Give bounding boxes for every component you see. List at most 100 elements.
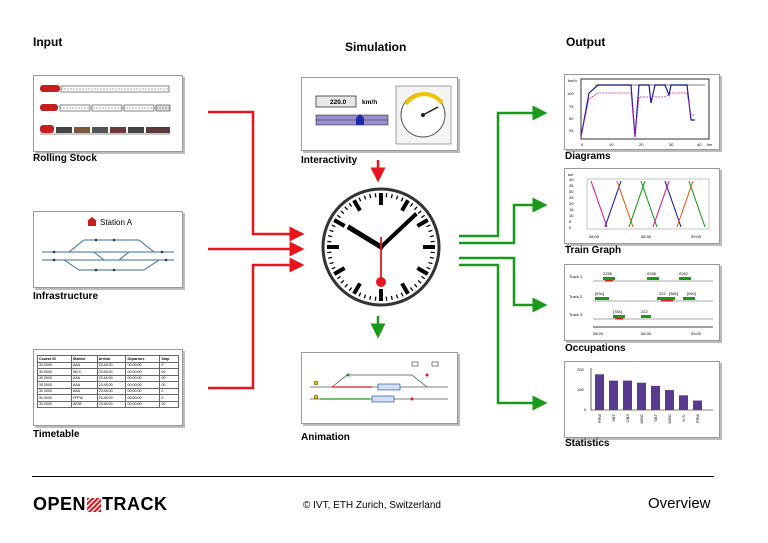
infrastructure-label: Infrastructure <box>33 291 99 302</box>
clock-tick <box>400 292 404 297</box>
rolling-stock-image <box>40 85 171 135</box>
clock-tick <box>417 279 422 284</box>
track-label: Track 2 <box>569 294 583 299</box>
stats-category-label: OBS <box>625 414 630 423</box>
clock-tick <box>395 294 399 299</box>
clock-tick <box>363 294 367 299</box>
interactivity-image: 220.0 km/h <box>315 85 452 145</box>
occupation-label: [784] <box>613 309 622 314</box>
graph-y-tick: 20 <box>569 201 574 206</box>
occupation-label: [934] <box>595 291 604 296</box>
animation-image <box>310 361 448 403</box>
occupation-label: 2258 <box>647 271 657 276</box>
clock-tick <box>409 202 414 207</box>
clock-tick <box>331 266 336 270</box>
diagram-y-tick: 75 <box>569 104 574 109</box>
stats-category-label: FRW <box>695 414 700 423</box>
occupation-label: [984] <box>669 291 678 296</box>
stats-bar <box>623 380 632 410</box>
occupation-x-tick: 08:00 <box>593 331 604 336</box>
clock-tick <box>416 218 429 228</box>
track-label: Track 3 <box>569 312 583 317</box>
clock-tick <box>348 287 353 292</box>
stats-category-label: WBG <box>639 414 644 424</box>
statistics-label: Statistics <box>565 438 610 449</box>
train-graph-label: Train Graph <box>565 245 622 256</box>
infrastructure-panel: Station A <box>33 211 183 288</box>
diagrams-label: Diagrams <box>565 151 611 162</box>
timetable-cell: 23:45:00 <box>96 400 127 408</box>
clock-tick <box>352 199 362 212</box>
clock-tick <box>329 261 334 265</box>
station-icon <box>87 217 97 226</box>
clock-tick <box>429 235 434 238</box>
logo-open-text: OPEN <box>33 494 87 514</box>
clock-tick <box>329 229 334 233</box>
footer-divider <box>32 476 714 477</box>
occupation-label: 222 <box>641 309 648 314</box>
occupation-x-tick: 08:30 <box>641 331 652 336</box>
stats-category-label: WBG <box>667 414 672 424</box>
clock-tick <box>400 199 410 212</box>
occupation-label: 2255 <box>603 271 613 276</box>
timetable-cell: 30 0000 <box>37 400 72 408</box>
clock-tick <box>358 197 362 202</box>
clock-tick <box>336 275 341 280</box>
speed-diagram: km/h 100 75 50 25 0 10 20 30 40 km <box>567 78 713 147</box>
clock-icon <box>321 187 441 307</box>
clock-tick <box>333 218 346 228</box>
graph-y-tick: 10 <box>569 213 574 218</box>
timetable-panel: Course ID Station Arrival Departure Stop… <box>33 349 183 426</box>
clock-tick <box>328 235 333 238</box>
clock-tick <box>344 283 349 288</box>
clock-tick <box>348 202 353 207</box>
timetable-cell: 00 <box>159 400 179 408</box>
stats-bar <box>609 380 618 410</box>
diagram-x-tick: 40 <box>697 142 702 147</box>
clock-tick <box>416 266 429 276</box>
clock-tick <box>429 256 434 259</box>
graph-y-tick: 0 <box>569 225 572 230</box>
timetable-label: Timetable <box>33 429 80 440</box>
timetable-table: Course ID Station Arrival Departure Stop… <box>37 355 179 408</box>
clock-tick <box>328 256 333 259</box>
logo-stripes-icon <box>87 497 102 512</box>
clock-tick <box>331 224 336 228</box>
diagram-x-unit: km <box>707 142 713 147</box>
speed-slider[interactable] <box>315 114 389 126</box>
stats-bar <box>651 385 660 410</box>
output-header: Output <box>566 35 606 49</box>
rolling-stock-label: Rolling Stock <box>33 153 97 164</box>
occupations-panel: Track 1 Track 2 Track 3 2255 2258 2262 [… <box>564 264 720 341</box>
animation-label: Animation <box>301 432 350 443</box>
timetable-cell: WGB <box>70 400 98 408</box>
stats-category-label: FRW <box>597 414 602 423</box>
occupations-label: Occupations <box>565 343 626 354</box>
stats-bar <box>637 382 646 410</box>
diagram-y-tick: 100 <box>567 91 574 96</box>
clock-tick <box>409 287 414 292</box>
diagram-x-tick: 20 <box>639 142 644 147</box>
occupation-label: 222 <box>659 291 666 296</box>
clock-tick <box>400 282 410 295</box>
clock-tick <box>363 195 367 200</box>
timetable-cell: 00:00:00 <box>125 400 161 408</box>
occupation-label: 2262 <box>679 271 689 276</box>
rolling-stock-panel <box>33 75 183 152</box>
graph-y-tick: 5 <box>569 219 572 224</box>
infrastructure-image: Station A <box>42 217 174 272</box>
stats-y-tick: 100 <box>577 387 584 392</box>
occupation-x-tick: 09:00 <box>691 331 702 336</box>
clock-tick <box>358 292 362 297</box>
track-label: Track 1 <box>569 274 583 279</box>
clock-tick <box>369 295 372 300</box>
station-label: Station A <box>100 218 133 227</box>
stats-bar <box>595 374 604 410</box>
clock-tick <box>352 282 362 295</box>
clock-tick <box>340 210 345 215</box>
diagram-y-unit: km/h <box>568 78 577 83</box>
logo-track-text: TRACK <box>102 494 168 514</box>
clock-tick <box>428 229 433 233</box>
